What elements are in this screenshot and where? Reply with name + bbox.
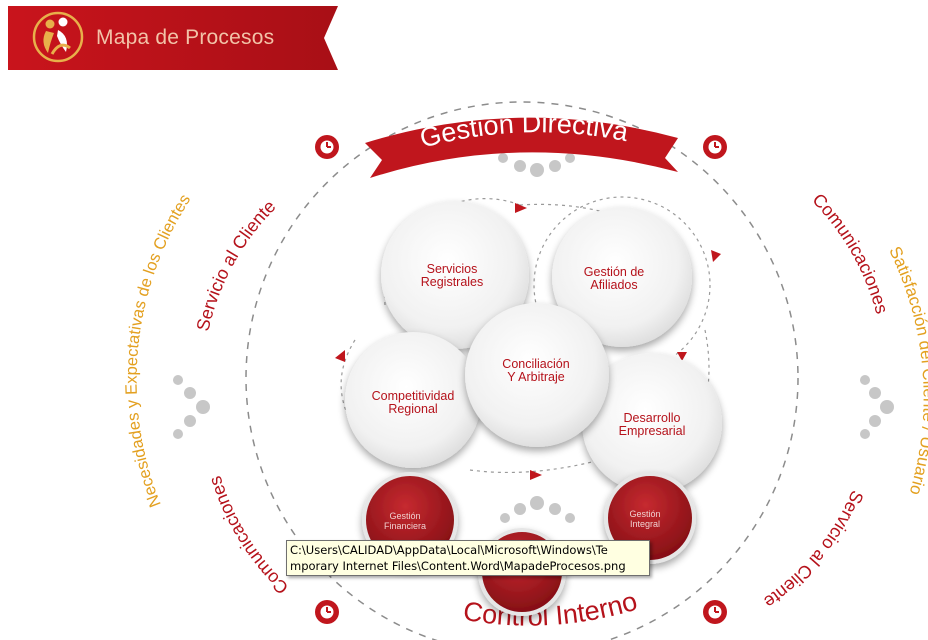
label-desarrollo-line2: Empresarial bbox=[619, 424, 686, 438]
header-banner bbox=[8, 6, 338, 70]
tooltip-line-2: mporary Internet Files\Content.Word\Mapa… bbox=[290, 559, 626, 573]
right-lower-text: Servicio al Cliente bbox=[760, 488, 867, 613]
bubble-desarrollo-empresarial bbox=[582, 353, 722, 493]
label-competitividad-line2: Regional bbox=[388, 402, 437, 416]
label-financiera-line1: Gestión bbox=[389, 511, 420, 521]
tooltip-line-1: C:\Users\CALIDAD\AppData\Local\Microsoft… bbox=[290, 543, 608, 557]
left-upper-text: Servicio al Cliente bbox=[193, 196, 280, 333]
dot-cluster-top bbox=[498, 153, 575, 177]
bubble-competitividad-regional bbox=[345, 332, 481, 468]
bubble-servicios-registrales bbox=[381, 201, 529, 349]
dot-cluster-left bbox=[173, 375, 210, 439]
label-desarrollo-line1: Desarrollo bbox=[624, 411, 681, 425]
left-lower-text: Comunicaciones bbox=[205, 474, 292, 599]
gestion-directiva-banner: Gestión Directiva bbox=[365, 108, 678, 178]
outer-cycle-ring bbox=[245, 101, 799, 640]
label-financiera-line2: Financiera bbox=[384, 521, 426, 531]
file-path-tooltip: C:\Users\CALIDAD\AppData\Local\Microsoft… bbox=[286, 540, 650, 576]
dot-cluster-bottom bbox=[500, 496, 575, 523]
clock-icon-bottom-left bbox=[315, 600, 339, 624]
label-afiliados-line2: Afiliados bbox=[590, 278, 637, 292]
bubble-conciliacion-arbitraje bbox=[465, 303, 609, 447]
right-upper-text: Comunicaciones bbox=[808, 190, 892, 316]
right-outer-text: Satisfacción del Cliente / Usuario bbox=[885, 243, 928, 497]
clock-icon-top-left bbox=[315, 135, 339, 159]
label-servicios-line2: Registrales bbox=[421, 275, 484, 289]
label-integral-line1: Gestión bbox=[629, 509, 660, 519]
label-conciliacion-line1: Conciliación bbox=[502, 357, 569, 371]
label-conciliacion-line2: Y Arbitraje bbox=[507, 370, 564, 384]
left-outer-text: Necesidades y Expectativas de los Client… bbox=[123, 191, 195, 510]
clock-icon-top-right bbox=[703, 135, 727, 159]
label-integral-line2: Integral bbox=[630, 519, 660, 529]
cycle-arrow-heads bbox=[335, 203, 721, 480]
label-competitividad-line1: Competitividad bbox=[372, 389, 455, 403]
label-servicios-line1: Servicios bbox=[427, 262, 478, 276]
people-logo-icon bbox=[32, 11, 84, 63]
clock-icon-bottom-right bbox=[703, 600, 727, 624]
page-title: Mapa de Procesos bbox=[96, 26, 275, 49]
label-afiliados-line1: Gestión de bbox=[584, 265, 645, 279]
bubble-gestion-afiliados bbox=[552, 207, 692, 347]
dot-cluster-right bbox=[860, 375, 894, 439]
